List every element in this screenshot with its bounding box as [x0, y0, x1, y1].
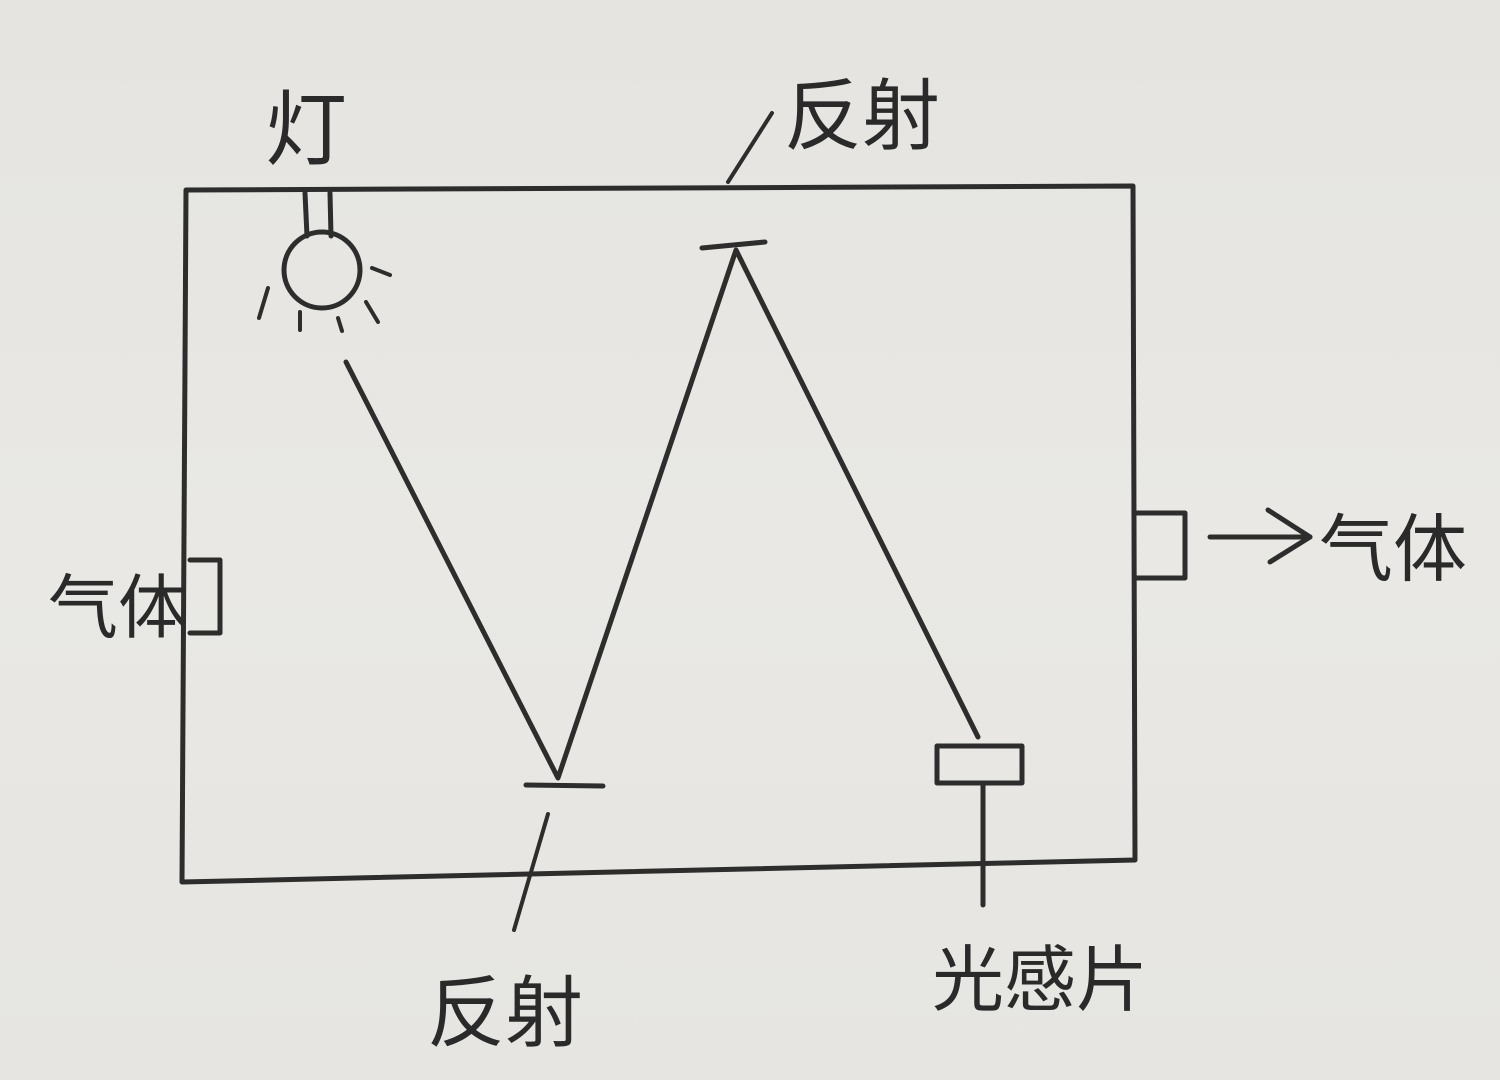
reflection-top-label: 反射 [784, 72, 940, 162]
gas-inlet-port [187, 557, 223, 636]
photosensor-plate [934, 743, 1025, 786]
gas-outlet-port [1132, 510, 1188, 581]
gas-outlet-label: 气体 [1319, 507, 1467, 593]
right-arrow-icon [1207, 507, 1313, 565]
gas-inlet-label: 气体 [48, 567, 188, 649]
lamp-icon [257, 190, 392, 333]
reflection-bottom-label: 反射 [427, 969, 583, 1059]
light-beam-path [343, 247, 981, 781]
lamp-label: 灯 [265, 83, 347, 178]
bottom-reflector [523, 782, 606, 789]
top-reflector [699, 239, 768, 251]
reflection-top-leader [726, 111, 774, 184]
chamber-box [179, 183, 1138, 885]
reflection-bottom-leader [512, 812, 550, 932]
photosensor-label: 光感片 [932, 938, 1148, 1022]
